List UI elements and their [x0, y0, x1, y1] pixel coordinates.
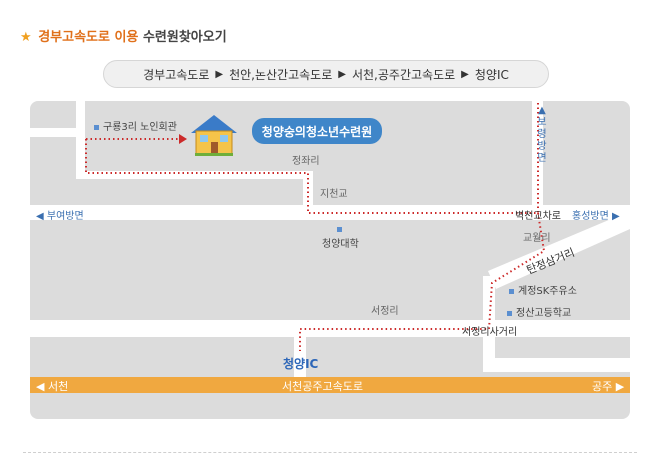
road-segment [76, 171, 312, 179]
highway-name: 서천공주고속도로 [282, 380, 363, 393]
north-road [532, 101, 543, 211]
arrow-right-icon: ▶ [338, 68, 346, 80]
interchange-label: 청양IC [283, 357, 319, 371]
highway-right-direction: 공주 ▶ [592, 380, 625, 393]
route-step-4: 청양IC [474, 67, 509, 82]
poi-marker-icon [507, 310, 512, 316]
title-accent: 경부고속도로 이용 [38, 30, 139, 45]
direction-buyeo: ◀ 부여방면 [36, 211, 84, 222]
label-seojeong: 서정리 [371, 306, 399, 317]
directions-map: 구룡3리 노인회관 청양숭의청소년수련원 정좌리 지천교 ◀ 부여방면 벽천교차… [30, 101, 630, 419]
highway-bar: ◀ 서천 서천공주고속도로 공주 ▶ [30, 377, 630, 393]
route-line-north [85, 101, 539, 214]
poi-school: 정산고등학교 [507, 304, 571, 319]
star-icon: ★ [20, 30, 32, 45]
title-rest: 수련원찾아오기 [142, 30, 227, 45]
road-segment [30, 128, 82, 137]
junction-seojeong: 서정리사거리 [462, 327, 518, 338]
ic-connector-road [294, 330, 306, 380]
route-step-3: 서천,공주간고속도로 [351, 67, 456, 82]
lower-road [30, 320, 630, 337]
arrow-right-icon: ▶ [461, 68, 469, 80]
label-university: 청양대학 [322, 239, 359, 250]
destination-callout: 청양숭의청소년수련원 [252, 118, 382, 144]
route-step-1: 경부고속도로 [143, 67, 210, 82]
direction-boryeong-text: ▲보령방면 [537, 105, 547, 164]
direction-boryeong: ▲보령방면 [536, 105, 550, 165]
direction-hongseong: 홍성방면 ▶ [572, 211, 620, 222]
main-road [30, 205, 630, 220]
label-jicheon-bridge: 지천교 [320, 189, 348, 200]
poi-village-hall: 구룡3리 노인회관 [94, 118, 177, 133]
route-step-2: 천안,논산간고속도로 [229, 67, 333, 82]
poi-gas-station: 계정SK주유소 [509, 282, 577, 297]
route-arrow-icon [179, 134, 187, 144]
east-road-bottom [483, 358, 630, 372]
junction-byeokcheon: 벽천교차로 [515, 211, 561, 222]
page-title: ★ 경부고속도로 이용 수련원찾아오기 [20, 26, 227, 45]
label-gyowol: 교월리 [523, 233, 551, 244]
road-segment [76, 101, 85, 177]
poi-marker-icon [94, 124, 99, 130]
route-line-south [299, 212, 546, 351]
highway-left-direction: ◀ 서천 [36, 380, 69, 393]
route-summary-bar: 경부고속도로 ▶ 천안,논산간고속도로 ▶ 서천,공주간고속도로 ▶ 청양IC [103, 60, 549, 88]
poi-marker-icon [337, 227, 342, 232]
label-jeongjwa: 정좌리 [292, 156, 320, 167]
arrow-right-icon: ▶ [215, 68, 224, 80]
house-icon [189, 113, 239, 157]
map-overlay [85, 101, 630, 351]
divider [23, 452, 637, 453]
diagonal-road [488, 211, 630, 289]
poi-marker-icon [509, 288, 514, 294]
